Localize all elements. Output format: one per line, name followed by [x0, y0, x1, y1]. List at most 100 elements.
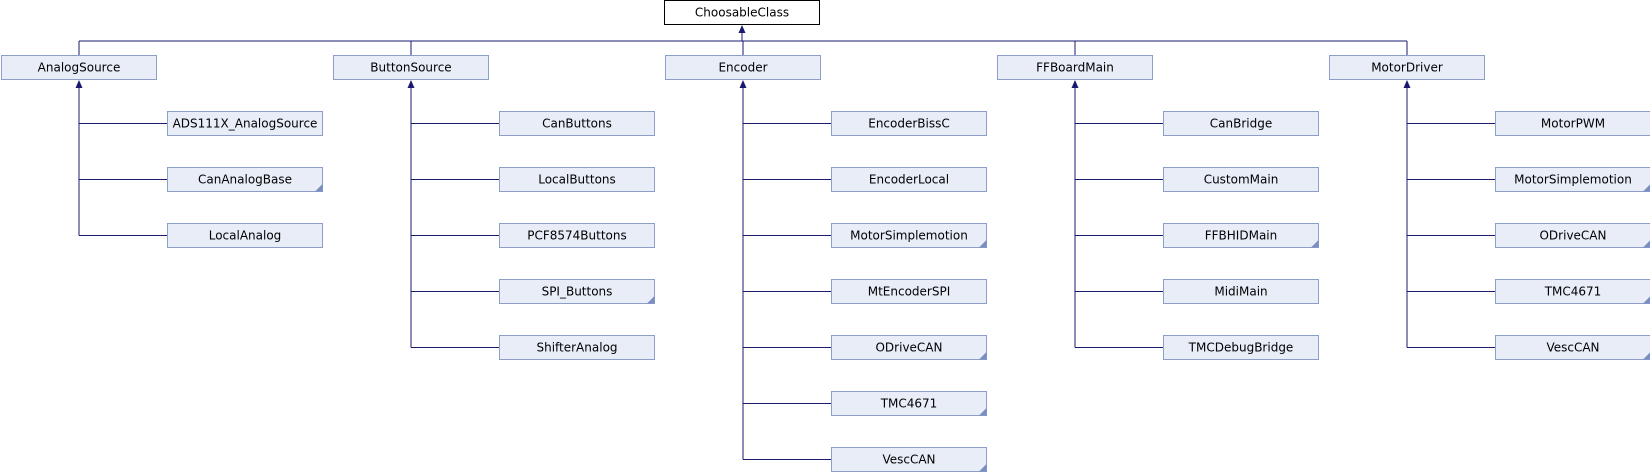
node-box	[499, 279, 655, 304]
node-label: TMCDebugBridge	[1188, 341, 1294, 355]
parent-class-node-buttonsource[interactable]: ButtonSource	[333, 55, 489, 80]
more-children-marker	[979, 352, 987, 360]
parent-class-node-analogsource[interactable]: AnalogSource	[1, 55, 157, 80]
child-class-node[interactable]: MtEncoderSPI	[831, 279, 987, 304]
node-label: MotorPWM	[1541, 117, 1605, 131]
node-box	[1163, 167, 1319, 192]
node-label: TMC4671	[880, 397, 938, 411]
child-class-node[interactable]: EncoderLocal	[831, 167, 987, 192]
more-children-marker	[979, 240, 987, 248]
child-class-node[interactable]: ODriveCAN	[831, 335, 987, 360]
node-label: AnalogSource	[38, 61, 121, 75]
child-class-node[interactable]: MotorPWM	[1495, 111, 1650, 136]
child-class-node[interactable]: ShifterAnalog	[499, 335, 655, 360]
node-box	[997, 55, 1153, 80]
node-box	[167, 111, 323, 136]
child-class-node[interactable]: TMCDebugBridge	[1163, 335, 1319, 360]
child-class-node[interactable]: CustomMain	[1163, 167, 1319, 192]
node-box	[665, 55, 821, 80]
node-box	[831, 279, 987, 304]
root-class-node[interactable]: ChoosableClass	[664, 0, 820, 25]
child-class-node[interactable]: VescCAN	[1495, 335, 1650, 360]
node-label: ODriveCAN	[875, 341, 942, 355]
child-class-node[interactable]: VescCAN	[831, 447, 987, 472]
child-class-node[interactable]: ODriveCAN	[1495, 223, 1650, 248]
node-label: LocalButtons	[538, 173, 616, 187]
child-class-node[interactable]: LocalButtons	[499, 167, 655, 192]
node-label: EncoderBissC	[868, 117, 950, 131]
more-children-marker	[647, 296, 655, 304]
more-children-marker	[1643, 352, 1650, 360]
parent-arrowhead	[1403, 80, 1411, 88]
child-class-node[interactable]: ADS111X_AnalogSource	[167, 111, 323, 136]
node-box	[831, 111, 987, 136]
node-label: ButtonSource	[370, 61, 451, 75]
node-box	[1, 55, 157, 80]
node-box	[499, 335, 655, 360]
child-class-node[interactable]: PCF8574Buttons	[499, 223, 655, 248]
node-label: ChoosableClass	[695, 6, 789, 20]
more-children-marker	[1643, 184, 1650, 192]
parent-class-node-encoder[interactable]: Encoder	[665, 55, 821, 80]
node-label: MidiMain	[1214, 285, 1267, 299]
node-box	[1495, 223, 1650, 248]
more-children-marker	[1643, 296, 1650, 304]
node-box	[1495, 167, 1650, 192]
parent-arrowhead	[1071, 80, 1079, 88]
child-class-node[interactable]: FFBHIDMain	[1163, 223, 1319, 248]
node-label: LocalAnalog	[209, 229, 282, 243]
more-children-marker	[979, 408, 987, 416]
node-label: VescCAN	[882, 453, 935, 467]
node-label: ADS111X_AnalogSource	[173, 117, 318, 131]
parent-class-node-motordriver[interactable]: MotorDriver	[1329, 55, 1485, 80]
node-label: CanAnalogBase	[198, 173, 292, 187]
root-arrowhead	[738, 25, 746, 33]
node-label: EncoderLocal	[869, 173, 949, 187]
node-box	[831, 335, 987, 360]
child-class-node[interactable]: MotorSimplemotion	[1495, 167, 1650, 192]
child-class-node[interactable]: EncoderBissC	[831, 111, 987, 136]
child-class-node[interactable]: MidiMain	[1163, 279, 1319, 304]
child-class-node[interactable]: CanBridge	[1163, 111, 1319, 136]
node-label: CanBridge	[1210, 117, 1272, 131]
child-class-node[interactable]: LocalAnalog	[167, 223, 323, 248]
node-box	[831, 167, 987, 192]
child-class-node[interactable]: TMC4671	[1495, 279, 1650, 304]
node-box	[831, 223, 987, 248]
child-class-node[interactable]: TMC4671	[831, 391, 987, 416]
node-box	[1495, 279, 1650, 304]
parent-arrowhead	[739, 80, 747, 88]
node-box	[1495, 335, 1650, 360]
parent-class-node-ffboardmain[interactable]: FFBoardMain	[997, 55, 1153, 80]
node-label: VescCAN	[1546, 341, 1599, 355]
node-label: MotorSimplemotion	[850, 229, 968, 243]
node-label: SPI_Buttons	[542, 285, 613, 299]
node-box	[499, 223, 655, 248]
node-box	[1163, 279, 1319, 304]
node-box	[1329, 55, 1485, 80]
child-class-node[interactable]: CanAnalogBase	[167, 167, 323, 192]
node-label: PCF8574Buttons	[527, 229, 627, 243]
node-box	[1163, 111, 1319, 136]
node-label: ShifterAnalog	[536, 341, 617, 355]
node-label: TMC4671	[1544, 285, 1602, 299]
node-box	[1163, 223, 1319, 248]
parent-arrowhead	[407, 80, 415, 88]
node-label: ODriveCAN	[1539, 229, 1606, 243]
node-label: MtEncoderSPI	[868, 285, 951, 299]
node-label: FFBHIDMain	[1205, 229, 1278, 243]
node-label: MotorDriver	[1371, 61, 1443, 75]
child-class-node[interactable]: CanButtons	[499, 111, 655, 136]
child-class-node[interactable]: MotorSimplemotion	[831, 223, 987, 248]
node-box	[664, 0, 820, 25]
node-box	[499, 167, 655, 192]
more-children-marker	[315, 184, 323, 192]
node-label: CanButtons	[542, 117, 612, 131]
more-children-marker	[1311, 240, 1319, 248]
node-label: MotorSimplemotion	[1514, 173, 1632, 187]
child-class-node[interactable]: SPI_Buttons	[499, 279, 655, 304]
node-label: FFBoardMain	[1036, 61, 1114, 75]
more-children-marker	[979, 464, 987, 472]
node-box	[499, 111, 655, 136]
